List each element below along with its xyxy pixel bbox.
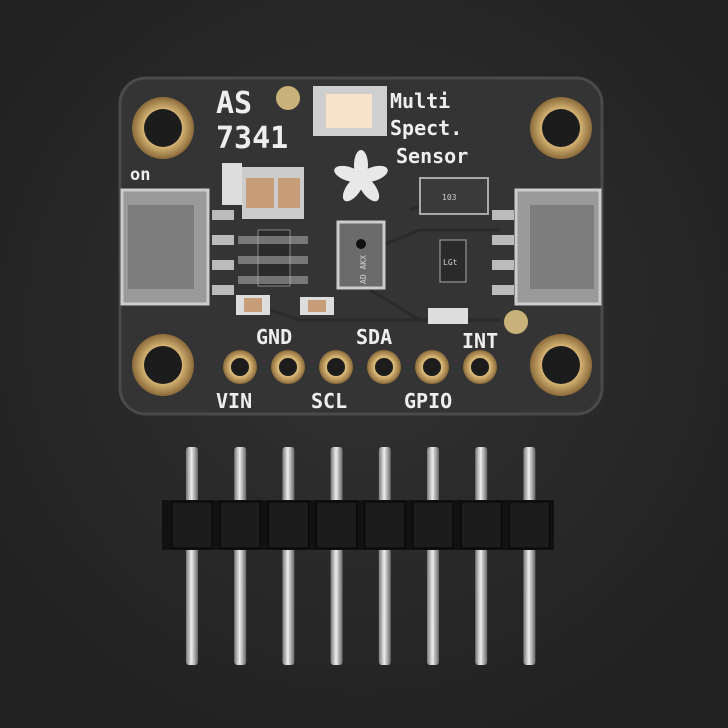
- pin-label-scl: SCL: [311, 389, 347, 413]
- label-multi: Multi: [390, 89, 450, 113]
- header-pin: [523, 447, 536, 665]
- adafruit-flower-logo: [334, 150, 388, 202]
- header-pin: [475, 447, 488, 665]
- header-segment: [316, 501, 358, 549]
- header-pin: [234, 447, 247, 665]
- header-segment: [364, 501, 406, 549]
- header-pin: [186, 447, 198, 665]
- header-pin: [427, 447, 439, 665]
- pin-pads: [223, 350, 497, 384]
- header-segment: [508, 501, 550, 549]
- header-segment: [412, 501, 454, 549]
- components: [212, 163, 514, 324]
- pin-label-vin: VIN: [216, 389, 252, 413]
- pad-hole: [423, 358, 441, 376]
- mounting-holes: [132, 97, 592, 396]
- header-segment: [219, 501, 261, 549]
- pad-hole: [279, 358, 297, 376]
- chip-mark-103: 103: [442, 193, 457, 202]
- pin-label-gpio: GPIO: [404, 389, 452, 413]
- pin-label-gnd: GND: [256, 325, 292, 349]
- label-spect: Spect.: [390, 116, 462, 140]
- header-pin: [330, 447, 343, 665]
- pad-hole: [327, 358, 345, 376]
- header-segment: [460, 501, 502, 549]
- chip-mark-ad-akx: AD AKX: [359, 255, 368, 284]
- label-sensor: Sensor: [396, 144, 468, 168]
- title-7341: 7341: [216, 121, 288, 156]
- title-as: AS: [216, 86, 252, 121]
- header-segment: [267, 501, 309, 549]
- pin-header: [162, 447, 554, 665]
- header-segment: [171, 501, 213, 549]
- chip-mark-lgt: LGt: [443, 258, 458, 267]
- pin-label-sda: SDA: [356, 325, 392, 349]
- pad-hole: [375, 358, 393, 376]
- label-on: on: [130, 165, 150, 185]
- header-pin: [378, 447, 391, 665]
- header-pin: [282, 447, 295, 665]
- chip-markings: 103 AD AKX LGt: [359, 193, 458, 284]
- pad-hole: [471, 358, 489, 376]
- pin-label-int: INT: [462, 329, 498, 353]
- pad-hole: [231, 358, 249, 376]
